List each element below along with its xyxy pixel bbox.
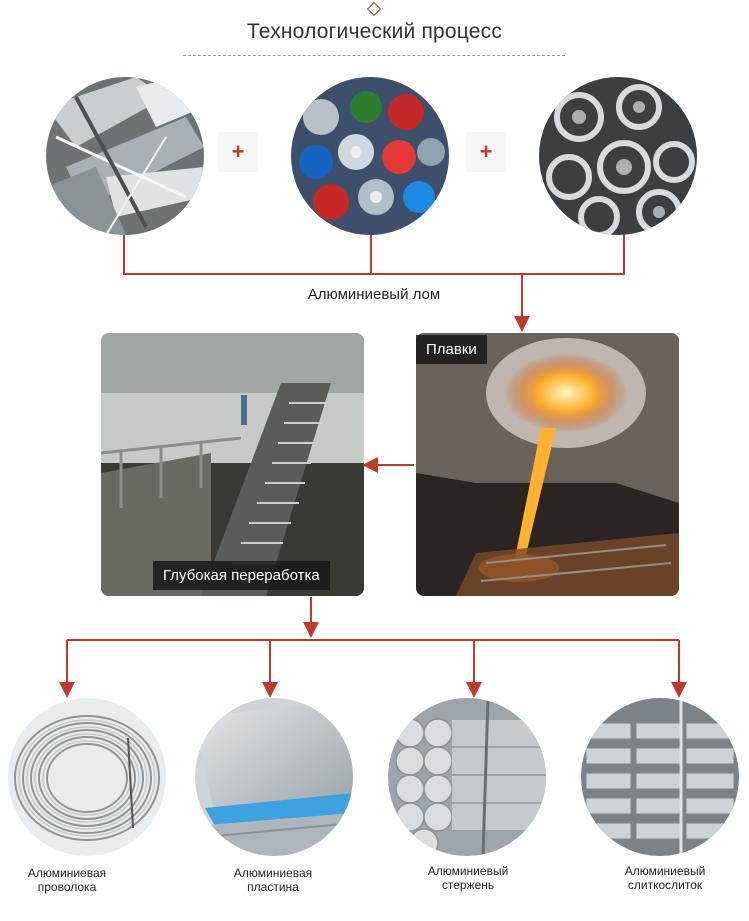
product-label-wire-line2: проволока xyxy=(37,880,97,894)
product-label-wire: Алюминиевая проволока xyxy=(0,866,137,894)
product-label-ingot-line1: Алюминиевый xyxy=(624,864,706,878)
aluminum-cans-scrap-image xyxy=(291,77,449,235)
product-label-plate: Алюминиевая пластина xyxy=(203,866,343,894)
title-divider xyxy=(183,55,565,56)
product-label-ingot-line2: слиткослиток xyxy=(627,878,703,892)
aluminum-ingot-image xyxy=(581,698,739,856)
scrap-arrow-head-icon xyxy=(514,316,530,332)
product-arrow-head-4-icon xyxy=(671,682,687,698)
deep-processing-image xyxy=(101,333,364,596)
melting-label: Плавки xyxy=(416,335,487,364)
product-label-wire-line1: Алюминиевая xyxy=(27,866,107,880)
process-arrow-head-icon xyxy=(303,622,319,638)
product-label-ingot: Алюминиевый слиткослиток xyxy=(595,864,735,892)
product-arrow-head-3-icon xyxy=(466,682,482,698)
aluminum-wheels-scrap-image xyxy=(539,77,697,235)
product-arrow-head-1-icon xyxy=(59,682,75,698)
product-arrow-head-2-icon xyxy=(262,682,278,698)
page-title: Технологический процесс xyxy=(246,20,503,43)
product-label-plate-line2: пластина xyxy=(247,880,299,894)
plus-sign-2: + xyxy=(466,132,506,172)
aluminum-rod-image xyxy=(388,698,546,856)
scrap-caption: Алюминиевый лом xyxy=(307,286,441,303)
product-label-rod: Алюминиевый стержень xyxy=(398,864,538,892)
aluminum-plate-image xyxy=(195,698,353,856)
melt-arrow-head-icon xyxy=(362,457,378,473)
product-label-plate-line1: Алюминиевая xyxy=(233,866,313,880)
aluminum-wire-coil-image xyxy=(8,698,166,856)
aluminum-profile-scrap-image xyxy=(46,77,204,235)
melting-image xyxy=(416,333,679,596)
product-label-rod-line2: стержень xyxy=(441,878,495,892)
deep-processing-label: Глубокая переработка xyxy=(153,561,330,590)
plus-sign-1: + xyxy=(218,132,258,172)
product-label-rod-line1: Алюминиевый xyxy=(427,864,509,878)
